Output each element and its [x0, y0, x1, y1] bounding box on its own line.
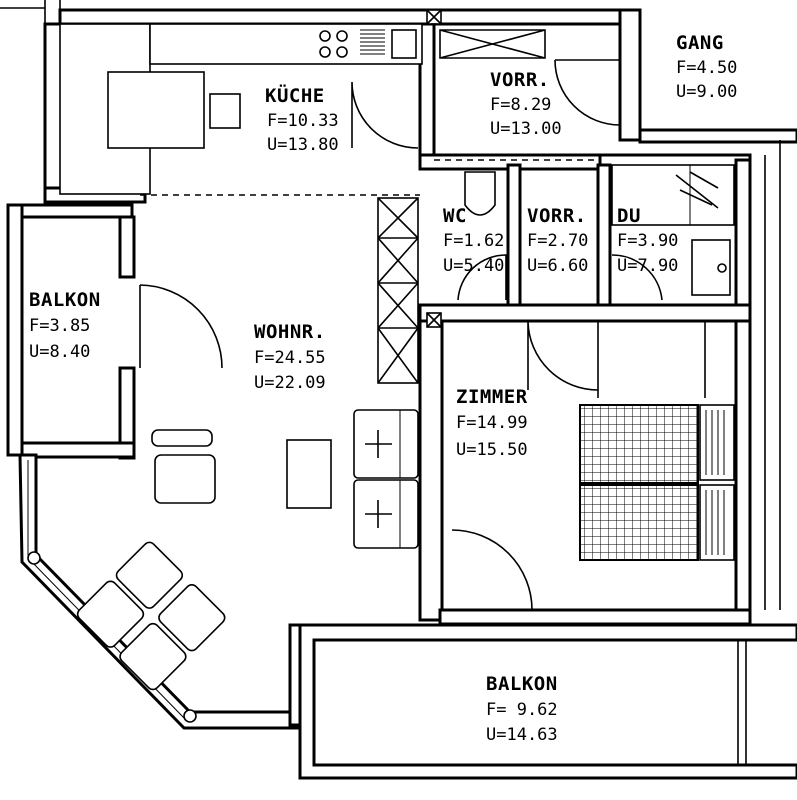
svg-text:U=13.00: U=13.00 — [490, 119, 562, 139]
walls — [0, 0, 797, 780]
svg-text:U=15.50: U=15.50 — [456, 440, 528, 460]
room-label-du: DU F=3.90 U=7.90 — [617, 205, 678, 276]
room-label-wc: WC F=1.62 U=5.40 — [443, 205, 504, 276]
room-label-balkon-large: BALKON F= 9.62 U=14.63 — [486, 673, 558, 745]
stove-icon — [319, 30, 348, 58]
shelf-unit — [377, 197, 419, 384]
svg-text:F=2.70: F=2.70 — [527, 231, 588, 251]
svg-text:GANG: GANG — [676, 32, 724, 54]
living-furniture — [76, 197, 419, 691]
svg-text:U=9.00: U=9.00 — [676, 82, 737, 102]
svg-text:WC: WC — [443, 205, 467, 227]
kitchen-furniture — [59, 23, 546, 195]
room-label-zimmer: ZIMMER F=14.99 U=15.50 — [456, 386, 528, 460]
room-label-balkon-small: BALKON F=3.85 U=8.40 — [29, 289, 101, 362]
svg-text:U=5.40: U=5.40 — [443, 256, 504, 276]
svg-text:U=6.60: U=6.60 — [527, 256, 588, 276]
svg-text:BALKON: BALKON — [486, 673, 558, 695]
svg-text:WOHNR.: WOHNR. — [254, 321, 326, 343]
svg-text:F=14.99: F=14.99 — [456, 413, 528, 433]
svg-text:ZIMMER: ZIMMER — [456, 386, 528, 408]
svg-text:F=10.33: F=10.33 — [267, 111, 339, 131]
svg-text:U=13.80: U=13.80 — [267, 135, 339, 155]
room-label-vorr-top: VORR. F=8.29 U=13.00 — [490, 69, 562, 139]
svg-text:F=4.50: F=4.50 — [676, 58, 737, 78]
svg-text:F=1.62: F=1.62 — [443, 231, 504, 251]
overhead-lines — [140, 23, 600, 196]
svg-text:U=8.40: U=8.40 — [29, 342, 90, 362]
bed — [579, 404, 699, 561]
svg-text:F=24.55: F=24.55 — [254, 348, 326, 368]
svg-text:BALKON: BALKON — [29, 289, 101, 311]
svg-text:U=14.63: U=14.63 — [486, 725, 558, 745]
svg-text:KÜCHE: KÜCHE — [265, 83, 325, 107]
svg-text:U=7.90: U=7.90 — [617, 256, 678, 276]
bathroom-fixtures — [464, 164, 735, 296]
room-label-kueche: KÜCHE F=10.33 U=13.80 — [265, 83, 339, 155]
svg-text:F=3.85: F=3.85 — [29, 316, 90, 336]
room-label-vorr-small: VORR. F=2.70 U=6.60 — [527, 205, 588, 276]
svg-text:VORR.: VORR. — [527, 205, 587, 227]
svg-text:F=3.90: F=3.90 — [617, 231, 678, 251]
room-label-wohnr: WOHNR. F=24.55 U=22.09 — [254, 321, 326, 393]
bedroom-furniture — [579, 322, 735, 561]
sink-icon — [360, 29, 417, 59]
svg-text:F= 9.62: F= 9.62 — [486, 700, 558, 720]
svg-text:F=8.29: F=8.29 — [490, 95, 551, 115]
svg-text:VORR.: VORR. — [490, 69, 550, 91]
room-label-gang: GANG F=4.50 U=9.00 — [676, 32, 737, 102]
svg-text:U=22.09: U=22.09 — [254, 373, 326, 393]
structural-posts — [426, 9, 442, 328]
svg-text:DU: DU — [617, 205, 641, 227]
doors — [139, 59, 663, 611]
